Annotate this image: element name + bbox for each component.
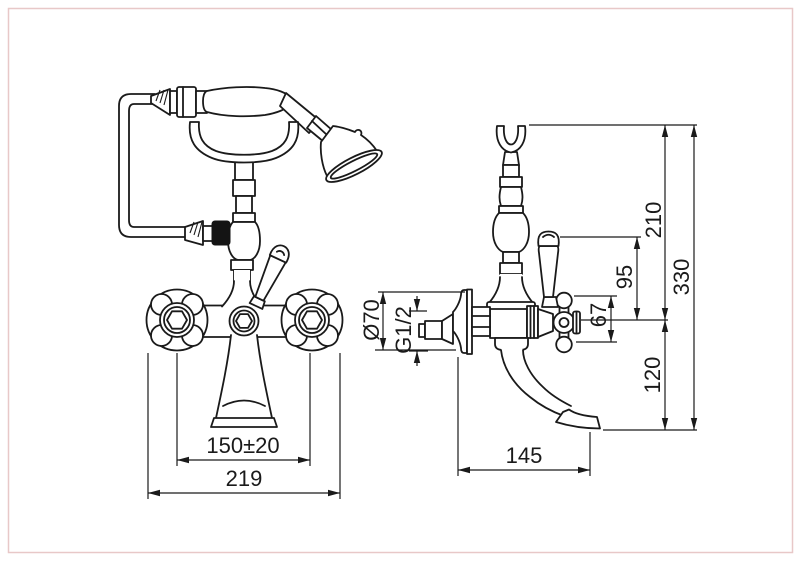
dim-label-connection-thread: G1/2	[391, 306, 416, 354]
hand-shower-icon	[150, 86, 383, 183]
side-cross-handle	[552, 291, 581, 354]
side-column-flare	[486, 274, 536, 310]
side-column	[492, 151, 530, 275]
shower-hook-icon	[495, 125, 527, 154]
dim-label-spout-reach: 145	[506, 443, 543, 468]
front-view	[118, 86, 383, 428]
side-body	[489, 304, 528, 339]
dimension-labels: 150±20 219 145 Ø70 G1/2 67 95 210 330 12…	[206, 202, 694, 491]
diverter-lever-icon	[248, 244, 290, 310]
dim-label-upper-height: 210	[641, 202, 666, 239]
riser-column	[227, 159, 261, 285]
cross-handle-right	[280, 288, 344, 352]
thread-nipple	[424, 320, 443, 340]
dim-label-total-height: 330	[669, 259, 694, 296]
dim-label-handle-spacing: 150±20	[206, 433, 279, 458]
dim-label-handle-span: 67	[586, 303, 611, 327]
wall-connection	[418, 288, 473, 355]
cross-handle-left	[145, 288, 209, 352]
drawing-border	[7, 7, 794, 554]
side-body-fittings	[471, 305, 554, 339]
dim-label-lever-top-offset: 95	[612, 265, 637, 289]
dim-label-escutcheon-diameter: Ø70	[359, 299, 384, 341]
wall-flange-icon	[452, 289, 468, 354]
dimension-lines	[147, 124, 698, 499]
dim-label-spout-drop: 120	[640, 357, 665, 394]
side-lever-icon	[537, 230, 560, 308]
dim-label-overall-width: 219	[226, 466, 263, 491]
center-hex-nut	[228, 305, 260, 337]
tub-spout-icon	[210, 334, 278, 428]
hose-coupling	[184, 220, 231, 246]
hose-nut	[211, 220, 231, 246]
shower-cradle-icon	[188, 121, 300, 164]
shower-hose-icon	[118, 93, 188, 238]
side-view	[418, 125, 601, 430]
side-spout-icon	[494, 337, 601, 430]
